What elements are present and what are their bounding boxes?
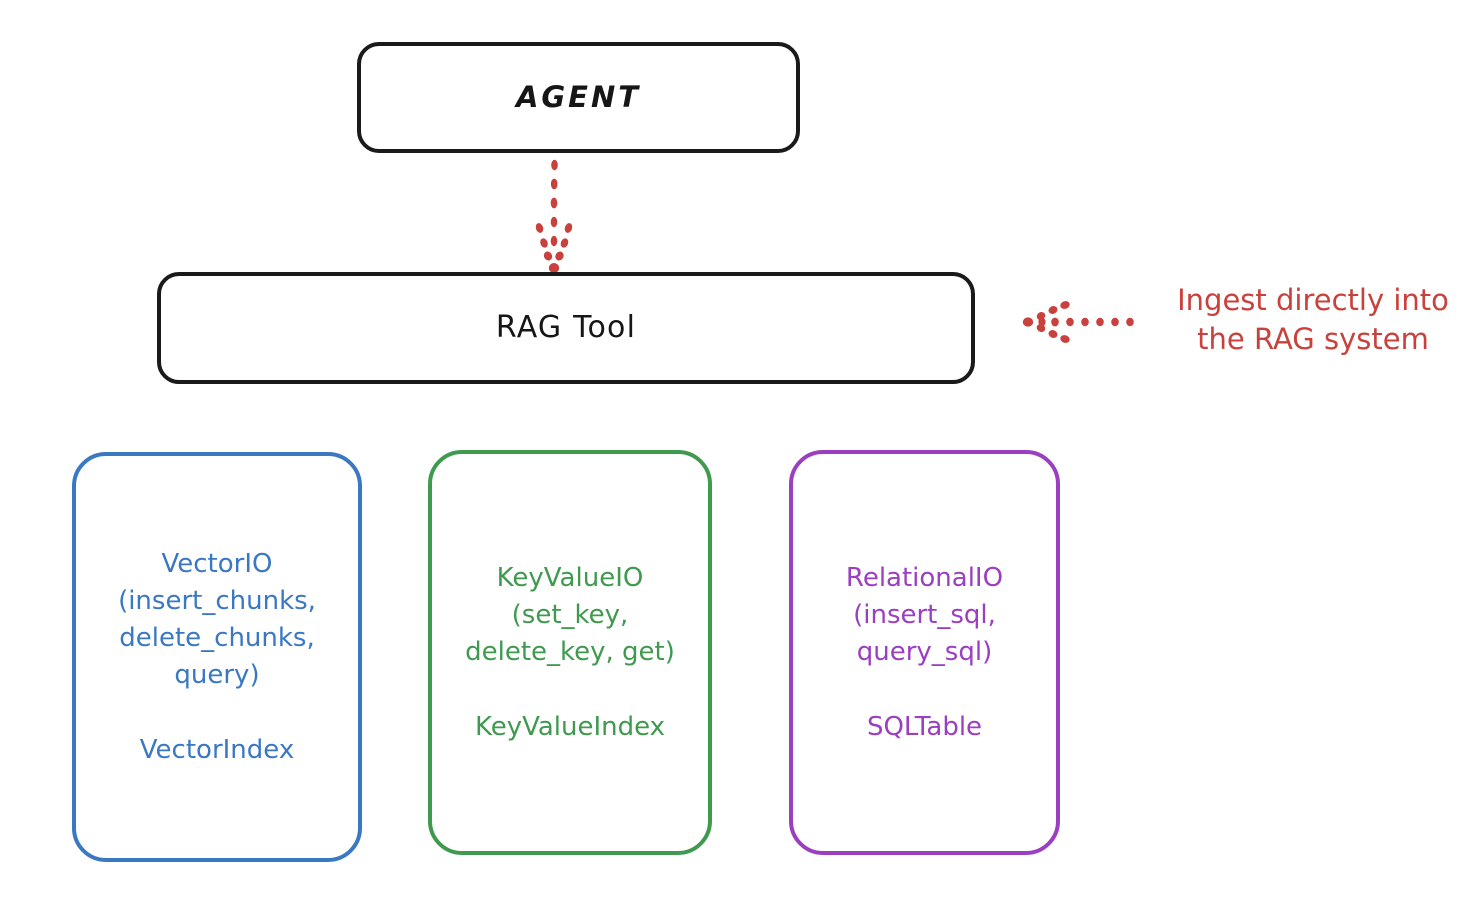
node-rag-tool-label: RAG Tool (495, 310, 637, 346)
node-vector-io[interactable]: VectorIO (insert_chunks, delete_chunks, … (72, 452, 362, 862)
node-relational-io[interactable]: RelationalIO (insert_sql, query_sql) SQL… (789, 450, 1060, 855)
node-vector-io-index: VectorIndex (139, 734, 295, 765)
node-vector-io-title: VectorIO (insert_chunks, delete_chunks, … (118, 548, 316, 690)
connector-agent-to-rag-tool (500, 155, 610, 275)
node-rag-tool[interactable]: RAG Tool (157, 272, 975, 384)
node-agent-label: AGENT (515, 80, 642, 115)
node-agent[interactable]: AGENT (357, 42, 800, 153)
connector-ingest-arrow (1015, 298, 1145, 346)
node-relational-io-index: SQLTable (866, 711, 983, 742)
annotation-ingest-directly: Ingest directly into the RAG system (1177, 283, 1449, 356)
node-key-value-io-index: KeyValueIndex (474, 711, 666, 742)
node-relational-io-title: RelationalIO (insert_sql, query_sql) (845, 562, 1004, 667)
node-key-value-io-title: KeyValueIO (set_key, delete_key, get) (465, 562, 675, 667)
node-key-value-io[interactable]: KeyValueIO (set_key, delete_key, get) Ke… (428, 450, 712, 855)
